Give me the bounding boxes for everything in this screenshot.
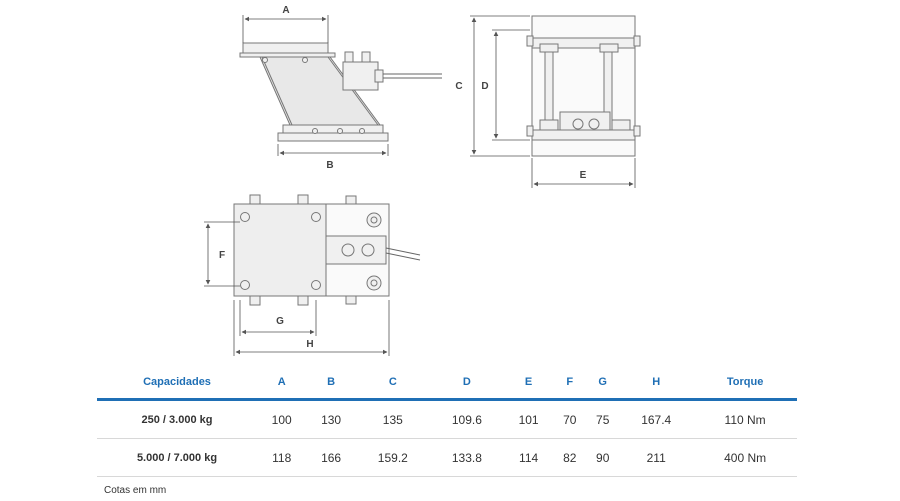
cell-f: 82 — [553, 438, 587, 477]
dim-label-g: G — [276, 316, 284, 327]
front-view — [526, 15, 641, 157]
table-header-row: Capacidades A B C D E F G H Torque — [97, 366, 797, 401]
cell-g: 90 — [586, 438, 620, 477]
cell-torque: 110 Nm — [693, 399, 797, 439]
cell-d: 133.8 — [429, 438, 504, 477]
cell-a: 100 — [257, 399, 307, 439]
cell-b: 130 — [306, 399, 356, 439]
cell-torque: 400 Nm — [693, 438, 797, 477]
cell-capacity: 5.000 / 7.000 kg — [97, 438, 257, 477]
cell-d: 109.6 — [429, 399, 504, 439]
cell-g: 75 — [586, 399, 620, 439]
cell-a: 118 — [257, 438, 307, 477]
cell-c: 135 — [355, 399, 430, 439]
header-c: C — [355, 366, 430, 401]
cell-h: 211 — [619, 438, 694, 477]
header-f: F — [553, 366, 587, 401]
units-footnote: Cotas em mm — [104, 485, 167, 496]
header-torque: Torque — [693, 366, 797, 401]
header-g: G — [586, 366, 620, 401]
cell-f: 70 — [553, 399, 587, 439]
dim-label-b: B — [326, 160, 333, 171]
table-row: 250 / 3.000 kg 100 130 135 109.6 101 70 … — [97, 399, 797, 439]
dim-label-f: F — [219, 250, 225, 261]
dimensions-table: Capacidades A B C D E F G H Torque 250 /… — [97, 366, 797, 477]
header-d: D — [429, 366, 504, 401]
cell-b: 166 — [306, 438, 356, 477]
side-view-dimensions — [242, 15, 389, 156]
cell-c: 159.2 — [355, 438, 430, 477]
front-view-dimensions — [470, 15, 636, 188]
cell-h: 167.4 — [619, 399, 694, 439]
cell-e: 114 — [503, 438, 554, 477]
dim-label-c: C — [455, 81, 462, 92]
header-e: E — [503, 366, 554, 401]
cell-e: 101 — [503, 399, 554, 439]
side-view — [239, 42, 442, 142]
dim-label-h: H — [306, 339, 313, 350]
header-h: H — [619, 366, 694, 401]
dim-label-a: A — [282, 5, 289, 16]
top-view — [233, 194, 421, 306]
header-b: B — [306, 366, 356, 401]
cell-capacity: 250 / 3.000 kg — [97, 399, 257, 439]
dim-label-d: D — [481, 81, 488, 92]
top-view-dimensions — [204, 221, 390, 356]
table-row: 5.000 / 7.000 kg 118 166 159.2 133.8 114… — [97, 438, 797, 477]
header-capacidades: Capacidades — [97, 366, 257, 401]
header-a: A — [257, 366, 307, 401]
dim-label-e: E — [580, 170, 587, 181]
technical-drawing: A B C D E — [204, 5, 641, 356]
